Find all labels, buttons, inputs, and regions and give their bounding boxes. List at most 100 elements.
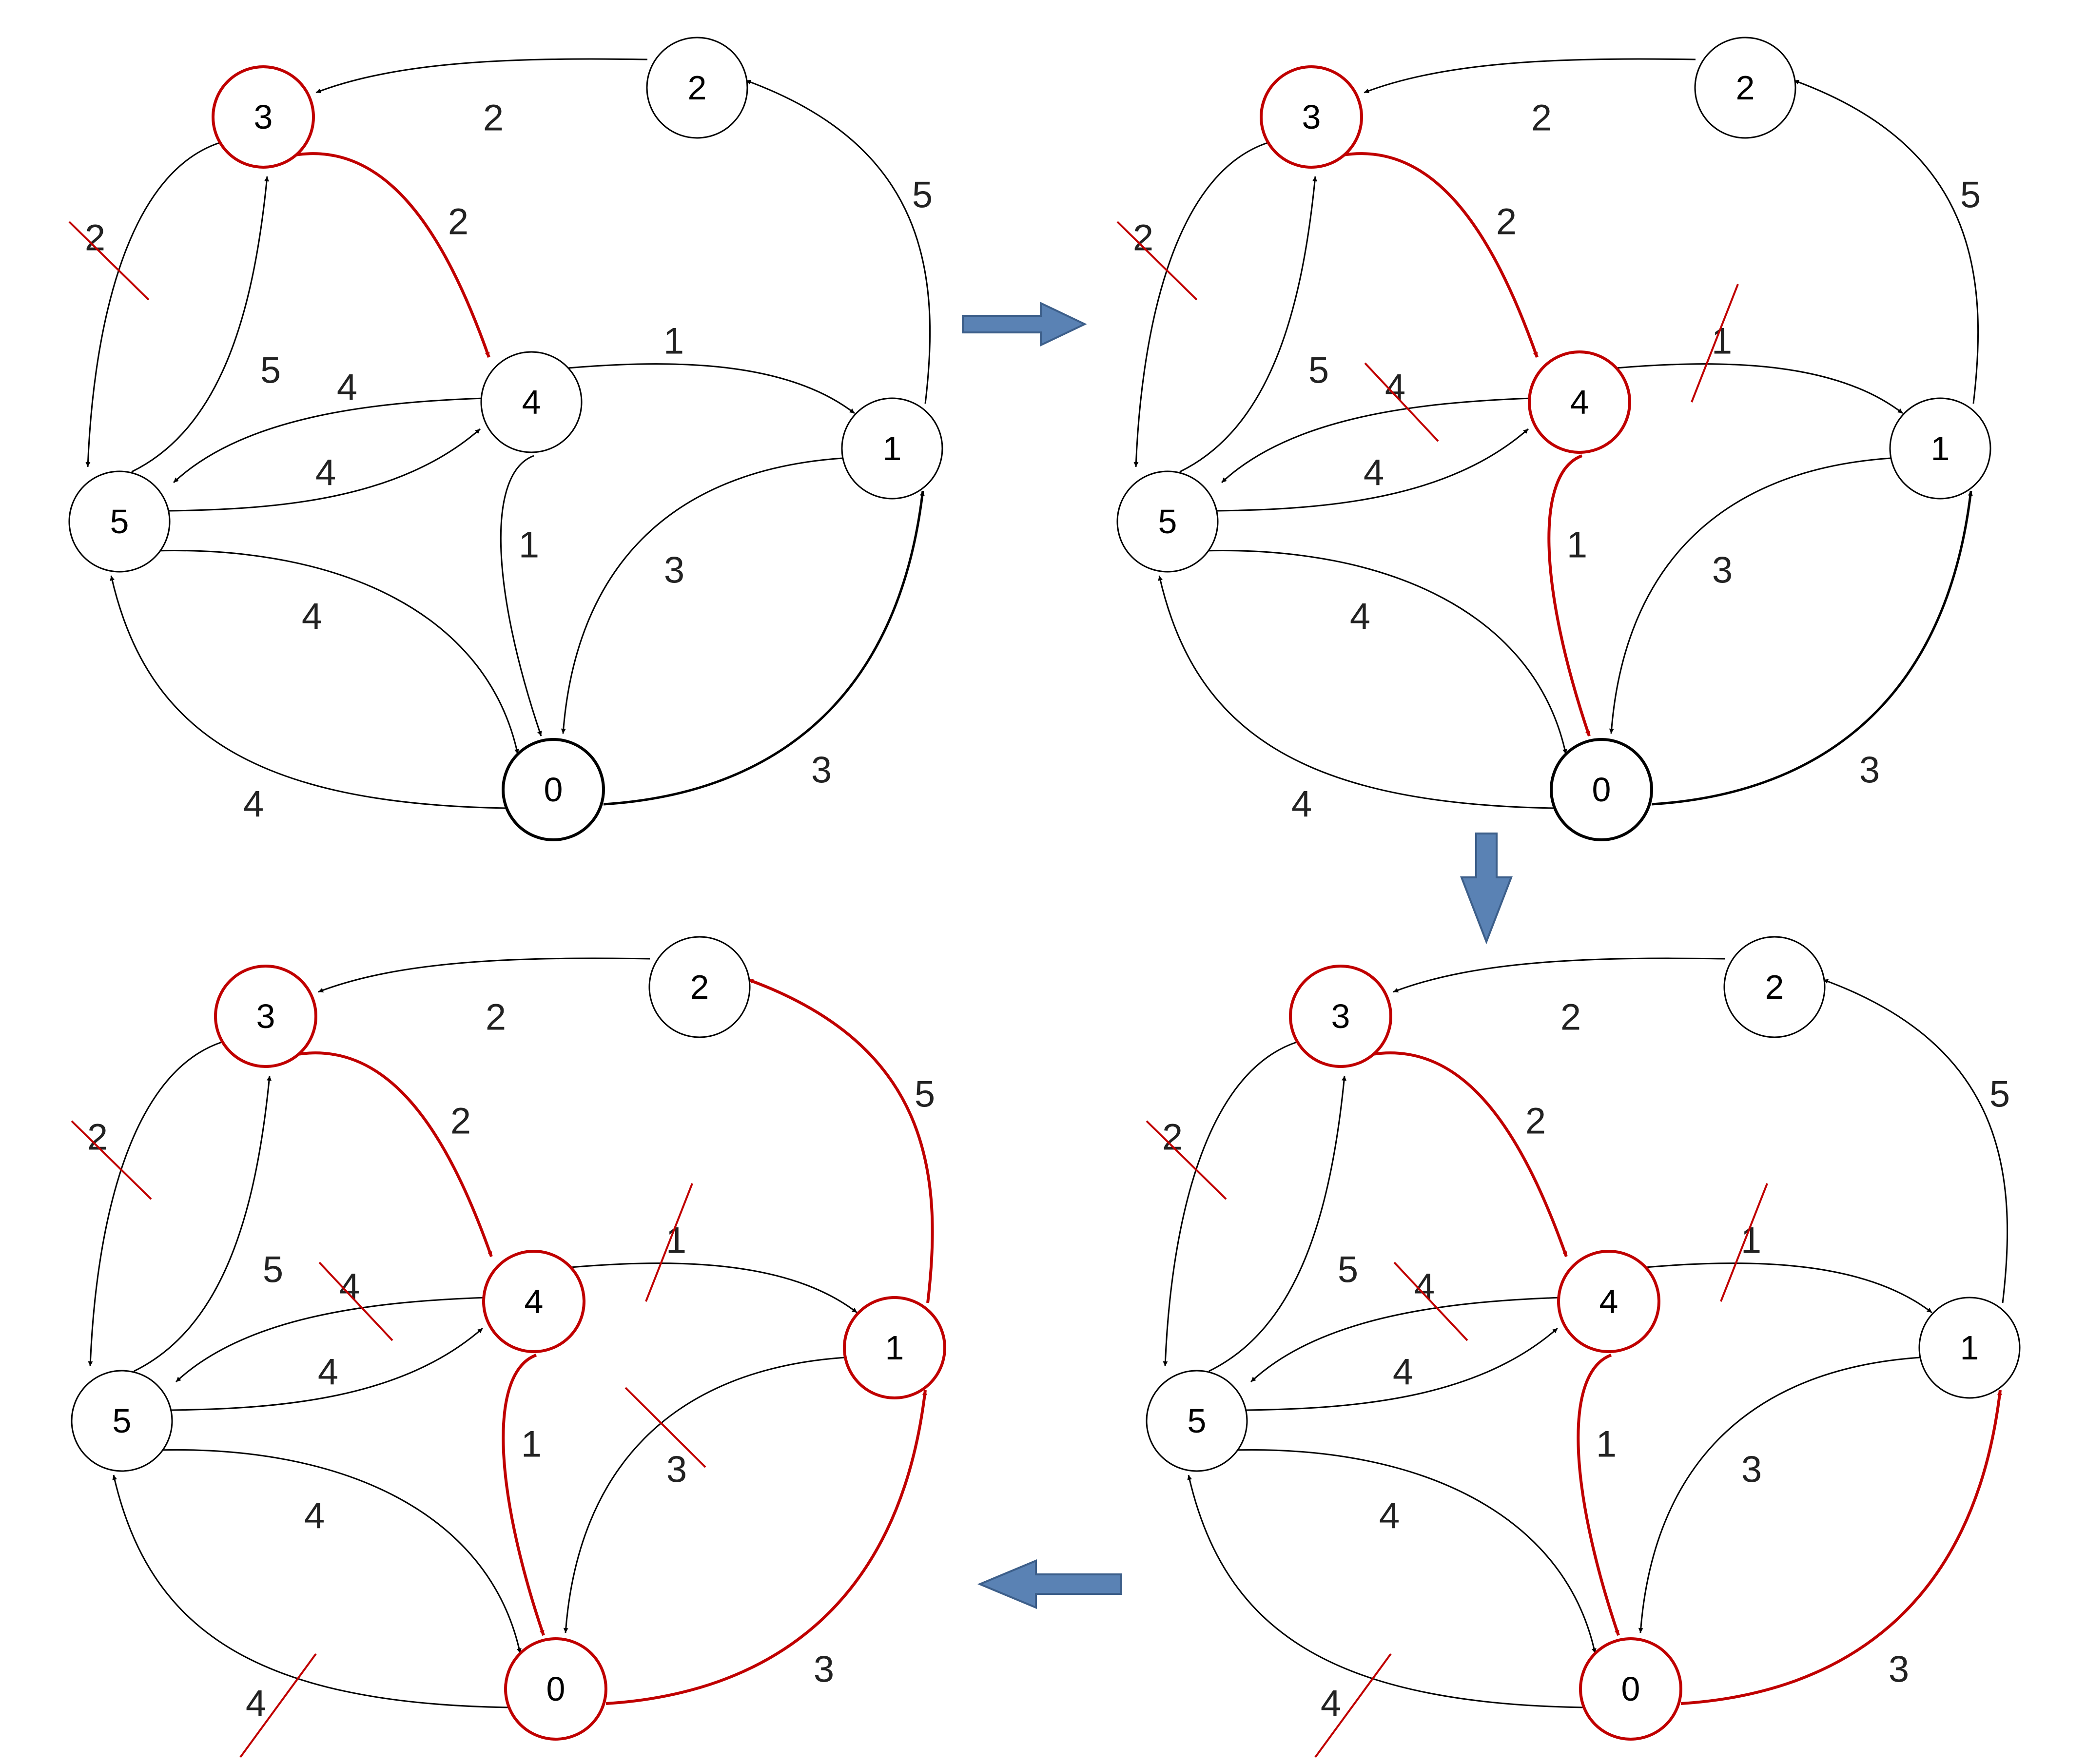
edge-4-to-1 [1645, 1262, 1932, 1314]
edge-0-to-5 [1158, 575, 1556, 809]
transition-arrow-down [1460, 833, 1513, 945]
edge-5-to-0 [158, 1449, 522, 1654]
edge-2-to-3 [318, 957, 650, 993]
node-label: 2 [1736, 69, 1755, 107]
transition-arrows [962, 301, 1513, 1609]
node-circle [1694, 37, 1796, 139]
node-label: 1 [1960, 1329, 1979, 1367]
node-label: 0 [544, 771, 563, 809]
edge-5-to-3 [1179, 176, 1318, 473]
node-circle [212, 65, 315, 169]
edge-weight-4-0: 1 [521, 1424, 542, 1465]
edge-weight-4-0: 1 [1567, 524, 1587, 566]
edge-weight-5-0: 4 [1379, 1495, 1400, 1537]
edge-5-to-0 [1233, 1449, 1597, 1654]
strike-mark-4-1 [1720, 1183, 1768, 1302]
node-circle [843, 1296, 946, 1399]
edge-weight-5-4: 4 [315, 452, 336, 494]
edge-weight-5-3: 5 [260, 350, 281, 391]
node-4: 4 [480, 351, 583, 453]
strike-mark-4-1 [645, 1183, 693, 1302]
edge-3-to-4 [1372, 1051, 1568, 1258]
edge-4-to-1 [568, 363, 855, 414]
edge-weight-5-0: 4 [304, 1495, 325, 1537]
node-label: 3 [254, 98, 273, 136]
edges [85, 58, 931, 809]
node-label: 4 [1570, 383, 1589, 421]
node-2: 2 [646, 37, 748, 139]
edge-weight-5-0: 4 [302, 596, 322, 638]
edge-4-to-5 [175, 1297, 487, 1383]
node-circle [1116, 470, 1219, 573]
edge-5-to-4 [169, 428, 481, 512]
node-circle [1260, 65, 1363, 169]
node-3: 3 [1260, 65, 1363, 169]
edge-weight-2-3: 2 [1560, 997, 1581, 1038]
edge-weight-2-3: 2 [1531, 97, 1552, 139]
transition-arrow-right [962, 301, 1087, 347]
edge-weight-2-3: 2 [486, 997, 506, 1038]
edge-weight-4-5: 4 [337, 367, 357, 408]
node-4: 4 [1528, 350, 1631, 454]
edge-weight-1-0: 3 [1741, 1449, 1762, 1491]
node-0: 0 [1579, 1637, 1682, 1741]
edge-weight-5-4: 4 [1393, 1352, 1413, 1393]
edge-3-to-5 [1133, 142, 1268, 467]
node-circle [502, 738, 605, 841]
edge-0-to-5 [112, 1474, 510, 1708]
strike-mark-4-5 [1393, 1261, 1468, 1341]
edge-weight-0-5: 4 [243, 784, 264, 825]
edge-weight-5-3: 5 [1338, 1249, 1358, 1291]
node-label: 3 [1331, 997, 1350, 1035]
edge-4-to-5 [1250, 1297, 1562, 1383]
edge-weight-0-1: 3 [1859, 750, 1880, 791]
node-circle [1918, 1297, 2021, 1399]
edge-3-to-4 [297, 1051, 493, 1258]
strike-mark-1-0 [624, 1387, 706, 1468]
strike-mark-3-5 [68, 221, 150, 301]
edge-0-to-1 [1680, 1390, 2002, 1705]
node-label: 4 [525, 1282, 544, 1320]
edge-weight-3-5: 2 [1133, 217, 1153, 259]
node-5: 5 [68, 470, 171, 573]
strike-mark-4-5 [1364, 362, 1439, 442]
node-label: 2 [688, 69, 707, 107]
edge-3-to-5 [85, 142, 220, 467]
node-circle [214, 965, 317, 1068]
edge-weight-2-3: 2 [483, 97, 504, 139]
node-label: 1 [883, 429, 902, 467]
node-label: 5 [113, 1402, 132, 1440]
edge-3-to-4 [1343, 152, 1539, 358]
edge-weight-0-5: 4 [1291, 784, 1312, 825]
edge-4-to-0 [500, 455, 542, 737]
node-circle [1723, 936, 1826, 1038]
node-circle [1557, 1250, 1660, 1353]
node-3: 3 [212, 65, 315, 169]
node-label: 2 [1765, 968, 1784, 1006]
edges [88, 957, 934, 1708]
strike-mark-3-5 [71, 1120, 152, 1200]
edge-weight-3-5: 2 [87, 1117, 108, 1158]
node-1: 1 [843, 1296, 946, 1399]
strike-mark-4-1 [1691, 284, 1739, 403]
node-0: 0 [502, 738, 605, 841]
edge-0-to-1 [605, 1390, 927, 1705]
edge-4-to-0 [1547, 454, 1591, 737]
node-1: 1 [841, 397, 943, 500]
node-4: 4 [482, 1250, 585, 1353]
edge-4-to-0 [1577, 1354, 1620, 1636]
node-0: 0 [1550, 738, 1653, 841]
edge-weight-0-1: 3 [1889, 1649, 1909, 1690]
node-5: 5 [1116, 470, 1219, 573]
edge-weight-0-1: 3 [814, 1649, 834, 1690]
node-circle [68, 470, 171, 573]
node-label: 3 [1302, 98, 1321, 136]
node-circle [482, 1250, 585, 1353]
edge-5-to-3 [134, 1075, 272, 1372]
edge-weight-3-4: 2 [1496, 201, 1517, 243]
